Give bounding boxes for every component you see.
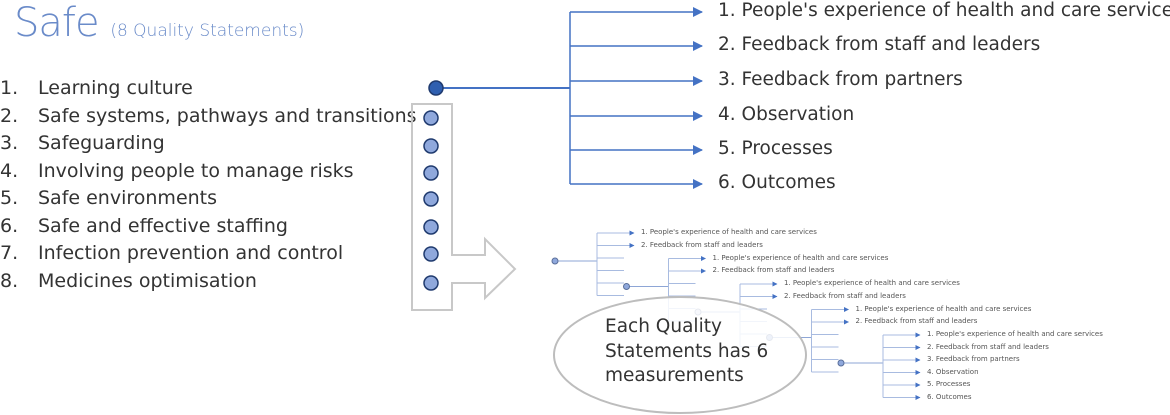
mini-measurement-label: 2. Feedback from staff and leaders (641, 240, 763, 249)
page-title: Safe (8 Quality Statements) (14, 0, 304, 46)
item-number: 6. (0, 214, 19, 237)
item-number: 7. (0, 242, 19, 264)
active-statement-dot[interactable] (428, 80, 444, 96)
mini-measurement-label: 1. People's experience of health and car… (784, 279, 960, 287)
measurement-label: 3. Feedback from partners (718, 69, 963, 90)
mini-dot (837, 359, 845, 367)
item-label: Safe systems, pathways and transitions (38, 104, 417, 127)
list-item: 7. Infection prevention and control (0, 241, 417, 269)
block-arrow-outline (411, 103, 517, 311)
measurement-label: 2. Feedback from staff and leaders (718, 34, 1041, 55)
item-label: Safeguarding (38, 132, 165, 154)
mini-measurement-label: 1. People's experience of health and car… (927, 330, 1103, 338)
callout-ellipse (553, 296, 807, 414)
item-number: 8. (0, 269, 19, 292)
measurement-label: 4. Observation (718, 104, 855, 125)
list-item: 4. Involving people to manage risks (0, 159, 417, 187)
item-number: 3. (0, 132, 19, 154)
statement-dot[interactable] (423, 138, 439, 154)
callout-text: Each Quality Statements has 6 measuremen… (605, 315, 768, 389)
list-item: 2. Safe systems, pathways and transitions (0, 104, 417, 132)
mini-measurement-label: 1. People's experience of health and car… (712, 253, 889, 262)
measurement-label: 6. Outcomes (718, 172, 836, 193)
item-number: 4. (0, 159, 19, 182)
mini-measurement-label: 2. Feedback from staff and leaders (855, 317, 978, 325)
mini-measurement-label: 1. People's experience of health and car… (855, 304, 1032, 313)
mini-measurement-label: 1. People's experience of health and car… (641, 228, 817, 236)
callout-line: Statements has 6 (605, 340, 769, 362)
item-label: Medicines optimisation (38, 269, 257, 292)
statement-dot[interactable] (423, 219, 439, 235)
item-label: Involving people to manage risks (38, 159, 354, 182)
item-number: 5. (0, 187, 19, 209)
item-label: Safe and effective staffing (38, 214, 288, 237)
mini-measurement-label: 2. Feedback from staff and leaders (712, 266, 835, 274)
list-item: 8. Medicines optimisation (0, 269, 417, 297)
item-label: Learning culture (38, 77, 193, 99)
item-number: 1. (0, 77, 19, 99)
quality-statement-list: 1. Learning culture 2. Safe systems, pathw… (0, 76, 417, 296)
mini-measurement-label: 2. Feedback from staff and leaders (927, 342, 1049, 351)
statement-dot[interactable] (423, 191, 439, 207)
list-item: 3. Safeguarding (0, 131, 417, 159)
mini-measurement-label: 5. Processes (927, 380, 971, 388)
callout-line: measurements (605, 365, 744, 386)
callout-line: Each Quality (605, 316, 722, 337)
list-item: 5. Safe environments (0, 186, 417, 214)
title-main: Safe (14, 0, 100, 46)
mini-measurement-label: 3. Feedback from partners (927, 355, 1020, 363)
main-tree (423, 7, 703, 291)
mini-measurement-label: 2. Feedback from staff and leaders (784, 291, 906, 300)
mini-dot (623, 283, 630, 290)
mini-measurement-label: 4. Observation (927, 367, 979, 376)
statement-dot[interactable] (423, 246, 439, 262)
item-number: 2. (0, 104, 19, 127)
measurement-label: 1. People's experience of health and car… (718, 0, 1170, 21)
list-item: 6. Safe and effective staffing (0, 214, 417, 242)
mini-measurement-label: 6. Outcomes (927, 392, 972, 401)
statement-dot[interactable] (423, 165, 439, 181)
mini-tree-backdrop (883, 329, 1170, 404)
list-item: 1. Learning culture (0, 76, 417, 104)
measurement-label: 5. Processes (718, 138, 833, 159)
statement-dot[interactable] (423, 275, 439, 291)
item-label: Safe environments (38, 187, 218, 209)
title-subtitle: (8 Quality Statements) (110, 21, 305, 41)
item-label: Infection prevention and control (38, 242, 344, 264)
mini-dot (551, 257, 559, 265)
statement-dot[interactable] (423, 110, 439, 126)
